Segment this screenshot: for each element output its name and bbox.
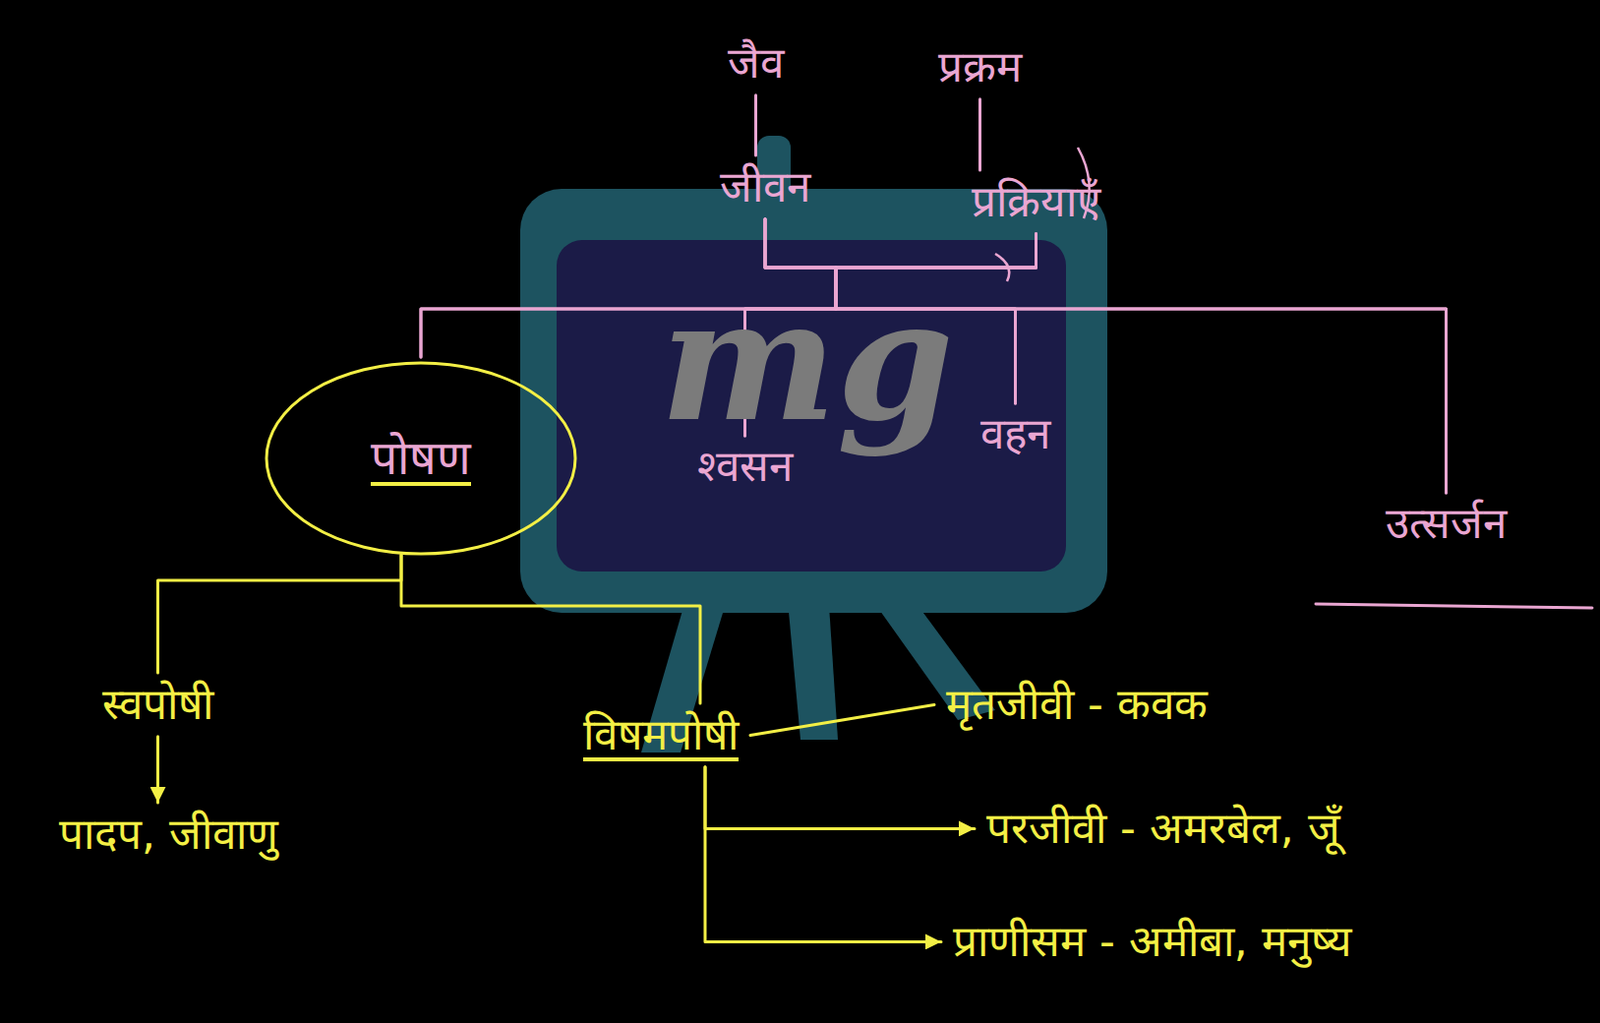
connector-line: [705, 767, 975, 830]
topic-text: उत्सर्जन: [1379, 495, 1513, 552]
board-frame: [520, 188, 1108, 613]
topic-text: मृतजीवी - कवक: [940, 676, 1214, 733]
ellipse-shape: [266, 362, 576, 554]
topic-text: श्वसन: [691, 438, 799, 495]
topic-ellipse: पोषण: [263, 359, 579, 557]
topic-text: जैव: [721, 35, 790, 92]
connector-line: [158, 554, 403, 673]
connector-line: [978, 99, 982, 171]
topic-label: श्वसन: [691, 438, 799, 495]
connector-line: [750, 704, 935, 735]
topic-text: परजीवी - अमरबेल, जूँ: [980, 800, 1347, 857]
watermark-text: mg: [659, 276, 954, 444]
topic-text: प्रक्रियाएँ: [965, 174, 1107, 231]
connector-line: [156, 736, 160, 803]
topic-label: वहन: [974, 406, 1057, 463]
topic-label: जीवन: [713, 159, 817, 216]
connector-line: [401, 554, 701, 704]
topic-text: प्रक्रम: [932, 39, 1028, 96]
topic-label: जैव: [721, 35, 790, 92]
board-surface: [556, 239, 1067, 572]
topic-label: मृतजीवी - कवक: [940, 676, 1214, 733]
topic-text: वहन: [974, 406, 1057, 463]
topic-label: परजीवी - अमरबेल, जूँ: [980, 800, 1347, 857]
connector-line: [754, 95, 758, 156]
topic-label: पादप, जीवाणु: [53, 806, 285, 863]
topic-label: प्रक्रियाएँ: [965, 174, 1107, 231]
connector-line: [705, 767, 942, 943]
topic-label: स्वपोषी: [96, 676, 220, 733]
topic-text: प्राणीसम - अमीबा, मनुष्य: [947, 913, 1359, 970]
topic-text: जीवन: [713, 159, 817, 216]
topic-label: उत्सर्जन: [1379, 495, 1513, 552]
topic-text: विषमपोषी: [577, 707, 745, 764]
topic-text: पादप, जीवाणु: [53, 806, 285, 863]
topic-label: पोषण: [364, 427, 477, 489]
topic-text: स्वपोषी: [96, 676, 220, 733]
topic-label: प्रक्रम: [932, 39, 1028, 96]
topic-label: प्राणीसम - अमीबा, मनुष्य: [947, 913, 1359, 970]
topic-label: विषमपोषी: [577, 707, 745, 764]
underline: [1315, 603, 1593, 608]
